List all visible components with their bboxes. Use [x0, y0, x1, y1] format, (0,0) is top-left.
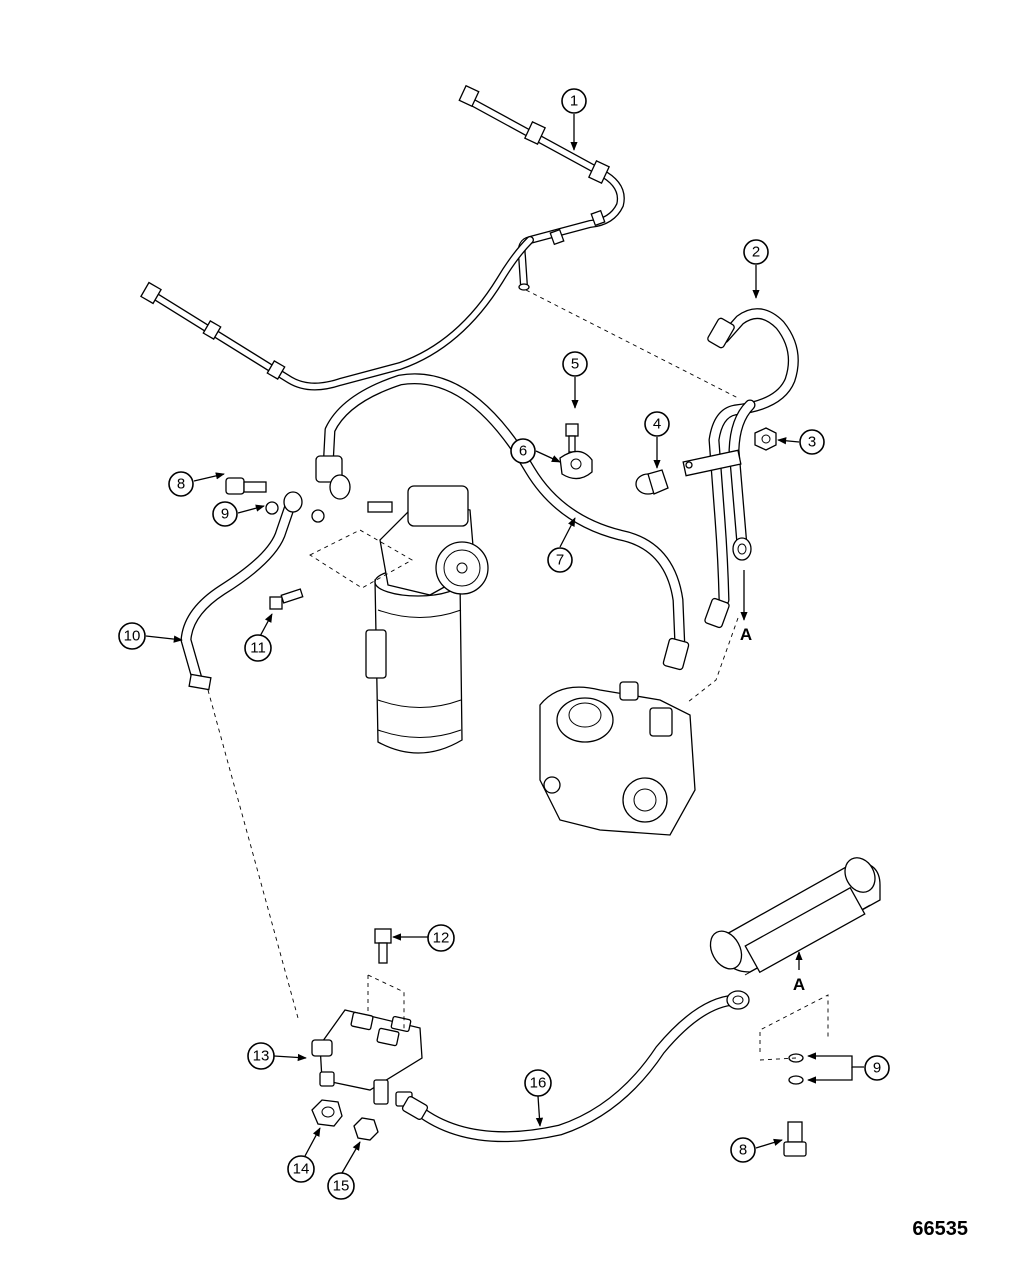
callout-label: 9	[873, 1060, 881, 1077]
filter-hose	[180, 491, 303, 691]
callout-8-lower: 8	[730, 1137, 756, 1163]
callout-label: 8	[177, 476, 185, 493]
callout-label: 3	[808, 434, 816, 451]
callout-label: 6	[519, 443, 527, 460]
callout-label: 2	[752, 244, 760, 261]
callout-leaders	[145, 114, 864, 1174]
reference-letter-lower: A	[793, 975, 805, 994]
callout-9-lower: 9	[864, 1055, 890, 1081]
callout-label: 16	[530, 1075, 547, 1092]
callout-label: 9	[221, 506, 229, 523]
filter-bolt	[269, 588, 304, 610]
callout-label: 1	[570, 93, 578, 110]
nut	[754, 427, 777, 451]
callout-16: 16	[524, 1069, 552, 1097]
callout-5: 5	[562, 351, 588, 377]
banjo-bolt-upper	[225, 477, 267, 495]
callout-9-upper: 9	[212, 501, 238, 527]
callout-label: 13	[253, 1048, 270, 1065]
fitting-large	[311, 1099, 343, 1127]
fuel-filter-assembly	[365, 485, 489, 754]
assembly-lines	[207, 289, 829, 1061]
callout-11: 11	[244, 634, 272, 662]
callout-6: 6	[510, 438, 536, 464]
callout-label: 15	[333, 1178, 350, 1195]
manifold-bolt	[374, 928, 392, 964]
callout-label: 4	[653, 416, 661, 433]
high-pressure-pump	[539, 681, 696, 836]
fuel-manifold	[311, 1009, 423, 1107]
fuel-cooler	[709, 857, 881, 976]
figure-number: 66535	[912, 1218, 968, 1240]
fuel-return-line	[140, 84, 625, 391]
callout-3: 3	[799, 429, 825, 455]
banjo-bolt-lower	[783, 1121, 807, 1157]
callout-label: 7	[556, 552, 564, 569]
callout-13: 13	[247, 1042, 275, 1070]
callout-2: 2	[743, 239, 769, 265]
reference-letter-upper: A	[740, 625, 752, 644]
callout-15: 15	[327, 1172, 355, 1200]
callout-1: 1	[561, 88, 587, 114]
cap	[635, 469, 669, 495]
callout-label: 11	[250, 640, 266, 657]
fuel-hose-lower	[401, 990, 750, 1143]
callout-label: 10	[124, 628, 141, 645]
sealing-washers-lower	[788, 1053, 804, 1085]
clamp	[559, 450, 593, 480]
fitting-small	[353, 1117, 379, 1141]
callout-label: 12	[433, 930, 450, 947]
fuel-hose	[315, 373, 690, 671]
callout-8-upper: 8	[168, 471, 194, 497]
sealing-washers-upper	[265, 501, 325, 523]
callout-4: 4	[644, 411, 670, 437]
callout-label: 5	[571, 356, 579, 373]
screw	[565, 423, 579, 453]
callout-7: 7	[547, 547, 573, 573]
callout-12: 12	[427, 924, 455, 952]
callout-label: 8	[739, 1142, 747, 1159]
callout-10: 10	[118, 622, 146, 650]
callout-14: 14	[287, 1155, 315, 1183]
callout-label: 14	[293, 1161, 310, 1178]
fuel-line-right	[682, 308, 799, 629]
